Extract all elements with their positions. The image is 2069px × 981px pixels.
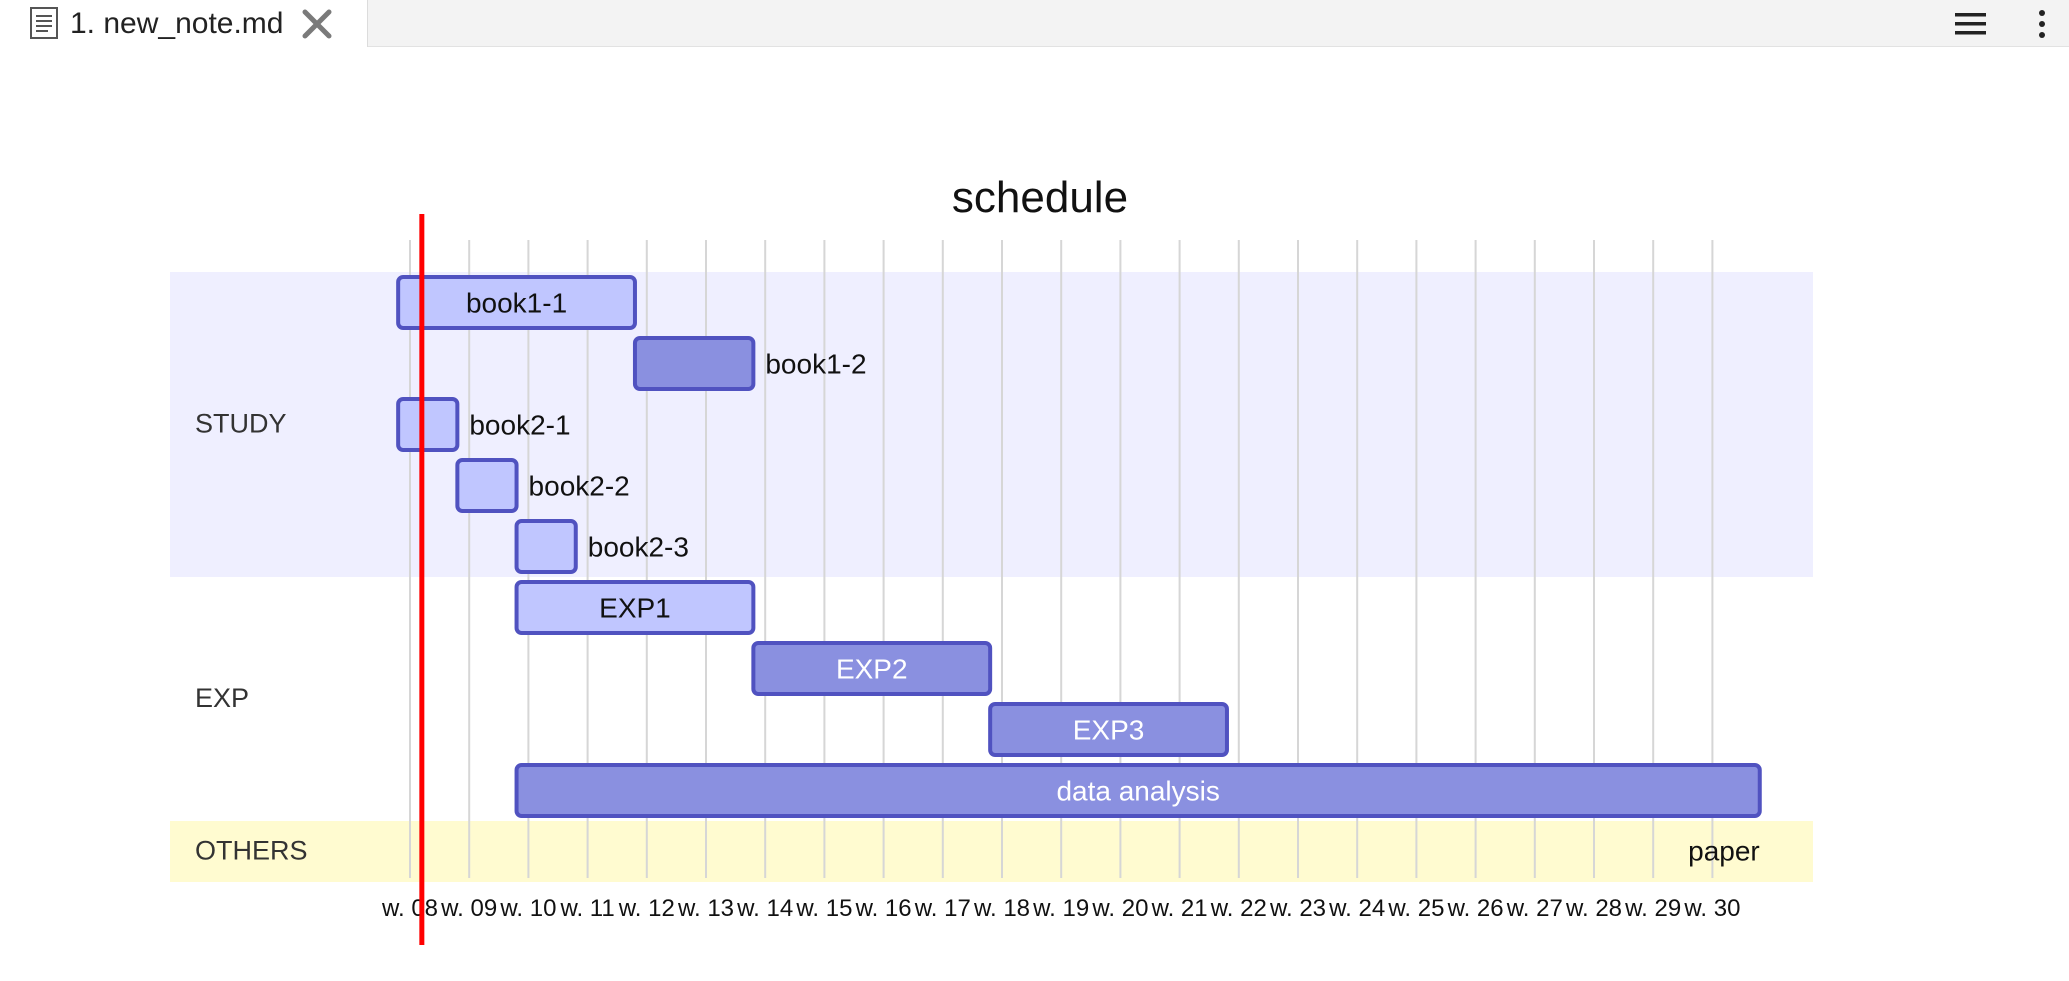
x-tick-label: w. 16 [855, 895, 912, 922]
x-tick-label: w. 10 [499, 895, 556, 922]
section-labels: STUDY EXP OTHERS [195, 409, 308, 866]
x-tick-label: w. 13 [677, 895, 734, 922]
task-book2-1-label: book2-1 [469, 410, 570, 441]
x-tick-label: w. 09 [440, 895, 497, 922]
tasks: book1-1 book1-2 book2-1 book2-2 book2-3EXP1E… [396, 275, 1762, 867]
x-tick-label: w. 25 [1387, 895, 1444, 922]
task-data-analysis-label: data analysis [1056, 776, 1219, 807]
task-book2-2-label: book2-2 [529, 471, 630, 502]
hamburger-menu-icon[interactable] [1953, 10, 1989, 38]
task-book2-3-label: book2-3 [588, 532, 689, 563]
chart-title: schedule [952, 173, 1128, 222]
task-book2-2-bar [455, 458, 519, 513]
x-tick-label: w. 19 [1032, 895, 1089, 922]
document-icon [30, 7, 58, 39]
close-icon[interactable] [300, 7, 334, 41]
task-book1-2-bar [632, 336, 756, 391]
section-band-others [170, 821, 1813, 882]
x-tick-label: w. 11 [559, 895, 614, 922]
x-tick-label: w. 15 [795, 895, 852, 922]
task-exp2-label: EXP2 [836, 654, 908, 685]
x-tick-label: w. 21 [1151, 895, 1208, 922]
task-book1-1-label: book1-1 [466, 288, 567, 319]
task-book1-1-bar [396, 275, 637, 330]
task-book2-1-bar [396, 397, 460, 452]
x-tick-label: w. 26 [1447, 895, 1504, 922]
task-exp1-label: EXP1 [599, 593, 671, 624]
section-label-exp: EXP [195, 683, 249, 713]
task-exp3-bar [988, 702, 1229, 757]
tab-bar: 1. new_note.md [0, 0, 2069, 47]
x-tick-label: w. 12 [618, 895, 675, 922]
x-tick-label: w. 23 [1269, 895, 1326, 922]
task-data-analysis-bar [514, 763, 1762, 818]
x-tick-label: w. 22 [1210, 895, 1267, 922]
x-tick-label: w. 27 [1506, 895, 1563, 922]
task-exp2-bar [751, 641, 993, 696]
x-tick-label: w. 30 [1683, 895, 1740, 922]
section-label-study: STUDY [195, 409, 287, 439]
x-tick-label: w. 14 [736, 895, 793, 922]
tab-title: 1. new_note.md [70, 7, 284, 40]
x-tick-label: w. 08 [381, 895, 438, 922]
x-tick-label: w. 20 [1091, 895, 1148, 922]
x-tick-label: w. 17 [914, 895, 971, 922]
x-tick-label: w. 29 [1624, 895, 1681, 922]
section-label-others: OTHERS [195, 836, 308, 866]
task-paper-label: paper [1688, 836, 1760, 867]
more-vertical-icon[interactable] [2032, 6, 2052, 42]
tab-new-note[interactable]: 1. new_note.md [0, 0, 368, 47]
x-tick-label: w. 28 [1565, 895, 1622, 922]
task-exp3-label: EXP3 [1073, 715, 1145, 746]
task-exp1-bar [514, 580, 756, 635]
x-tick-label: w. 18 [973, 895, 1030, 922]
x-tick-label: w. 24 [1328, 895, 1385, 922]
task-book1-2-label: book1-2 [765, 349, 866, 380]
task-book2-3-bar [514, 519, 578, 574]
